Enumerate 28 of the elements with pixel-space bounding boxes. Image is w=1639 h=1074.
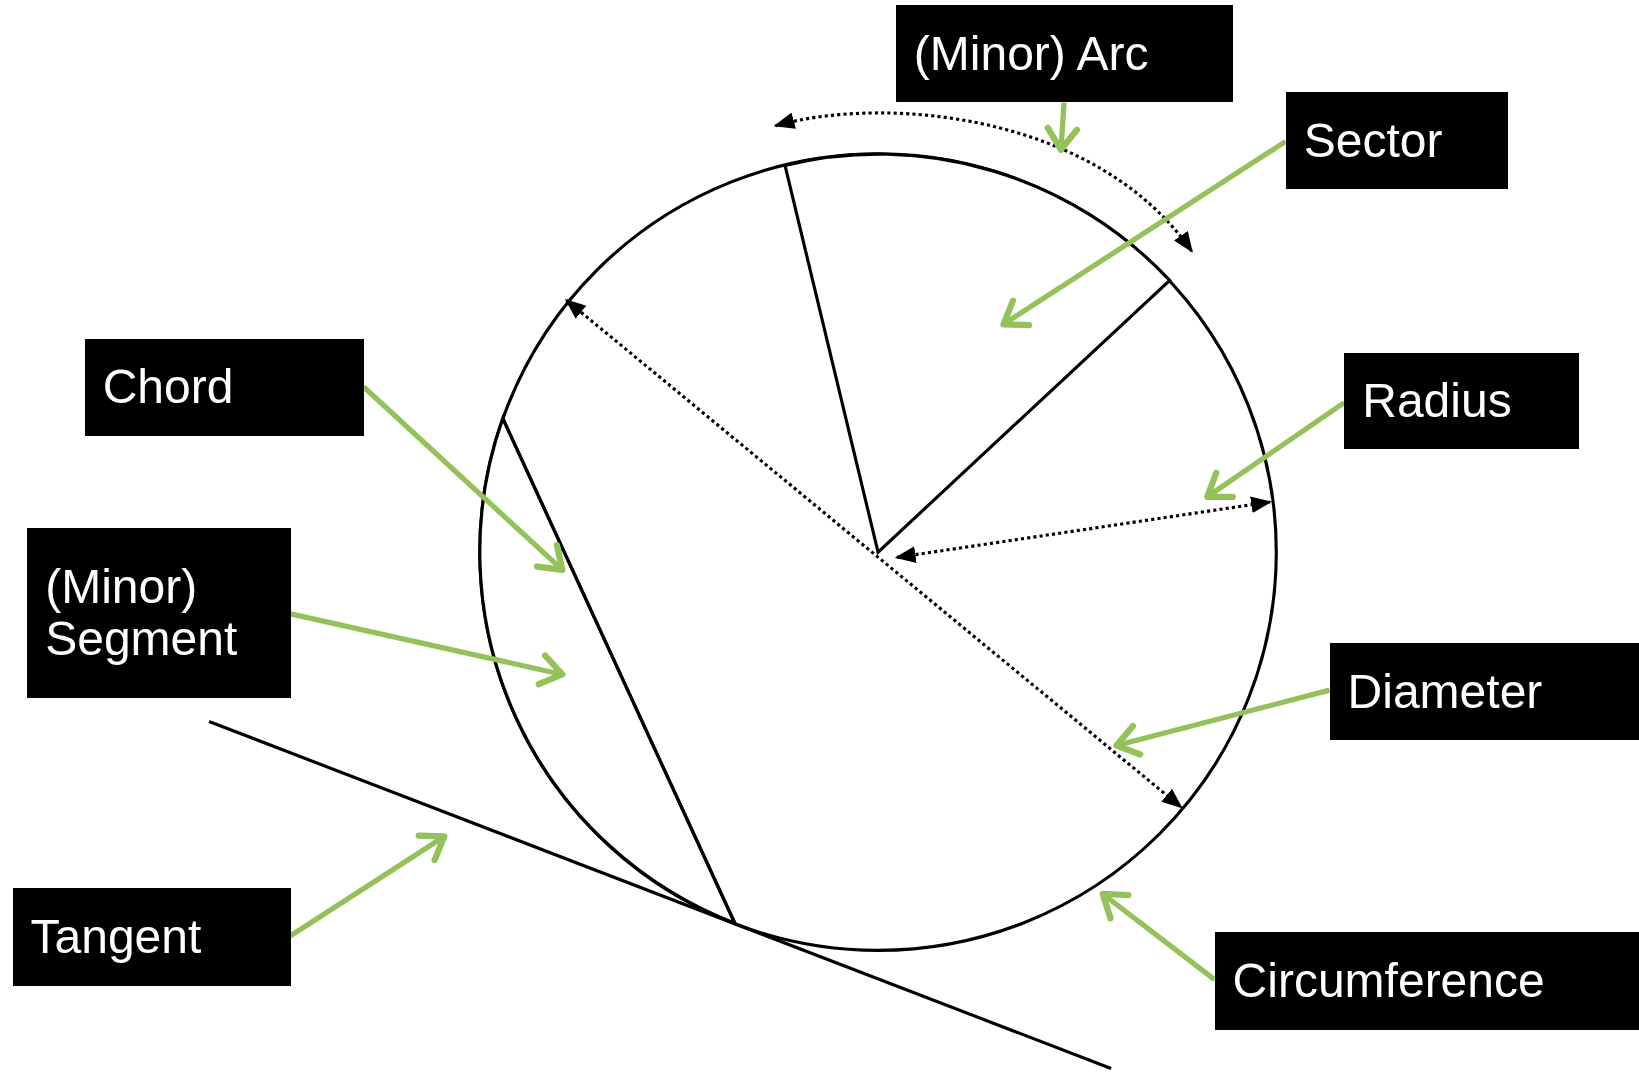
label-text: Sector (1303, 114, 1443, 167)
label-box (1214, 932, 1639, 1030)
label-box (1285, 92, 1509, 190)
leader-line (1204, 400, 1346, 501)
leader-line (290, 611, 566, 688)
dimension-line (773, 111, 1193, 253)
circle (478, 152, 1278, 952)
label-box (84, 338, 364, 436)
leader-line (362, 385, 566, 574)
dimension-line (564, 298, 1183, 809)
label-text: Chord (102, 361, 234, 414)
leader-line (289, 832, 448, 938)
leader-line (1113, 687, 1331, 758)
label-text: (Minor) Segment (45, 561, 239, 665)
leader-line (1044, 102, 1081, 153)
sector-region (783, 152, 1172, 554)
label-box (12, 888, 291, 986)
label-box (1344, 353, 1580, 450)
label-text: Tangent (30, 911, 202, 963)
label-text: Diameter (1347, 665, 1543, 718)
label-text: Radius (1362, 375, 1512, 428)
label-box (895, 5, 1234, 103)
label-box (27, 527, 291, 699)
label-text: Circumference (1232, 955, 1545, 1007)
dimension-line (894, 496, 1273, 563)
label-text: (Minor) Arc (913, 27, 1149, 80)
tangent-line (208, 720, 1112, 1070)
label-box (1329, 642, 1639, 741)
